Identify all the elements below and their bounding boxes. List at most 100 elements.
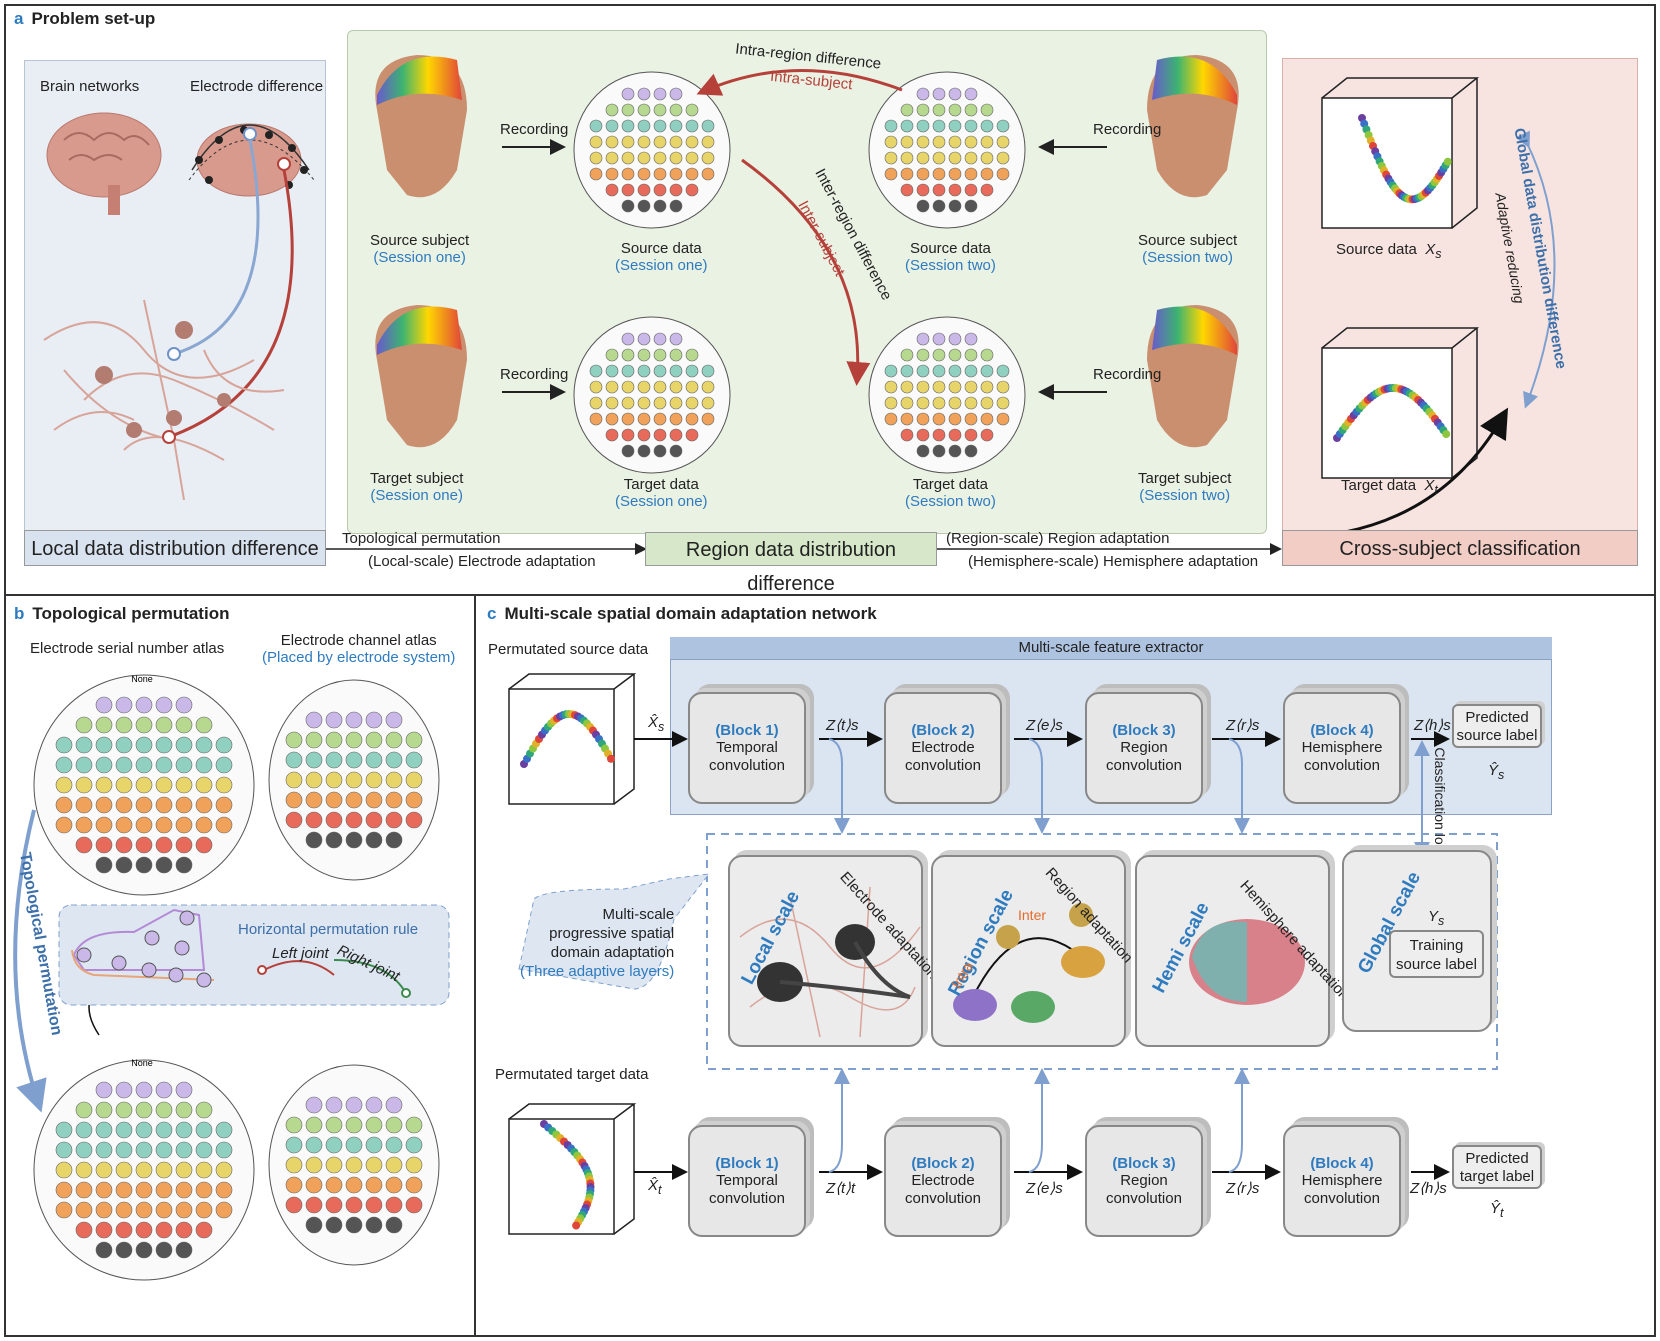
electrode-dot	[637, 183, 651, 197]
electrode-dot	[95, 1121, 113, 1139]
electrode-dot	[325, 1136, 343, 1154]
electrode-dot	[653, 364, 667, 378]
electrode-dot	[996, 364, 1010, 378]
electrode-dot	[900, 348, 914, 362]
electrode-dot	[345, 791, 363, 809]
electrode-dot	[95, 756, 113, 774]
electrode-dot	[215, 1201, 233, 1219]
electrode-dot	[305, 1096, 323, 1114]
z-source-2: Z⟨e⟩s	[1026, 717, 1063, 734]
electrode-dot	[701, 151, 715, 165]
electrode-difference-label: Electrode difference	[190, 78, 324, 95]
electrode-dot	[605, 151, 619, 165]
network-flow	[508, 673, 1498, 1235]
electrode-dot	[621, 167, 635, 181]
electrode-dot	[195, 776, 213, 794]
electrode-dot	[305, 1216, 323, 1234]
electrode-dot	[980, 183, 994, 197]
electrode-dot	[964, 199, 978, 213]
electrode-dot	[964, 380, 978, 394]
electrode-dot	[175, 816, 193, 834]
electrode-dot	[605, 396, 619, 410]
electrode-dot	[589, 380, 603, 394]
electrode-dot	[195, 816, 213, 834]
electrode-dot	[605, 119, 619, 133]
electrode-dot	[325, 771, 343, 789]
electrode-dot	[589, 135, 603, 149]
electrode-dot	[996, 151, 1010, 165]
electrode-dot	[621, 396, 635, 410]
electrode-dot	[980, 428, 994, 442]
electrode-dot	[637, 87, 651, 101]
electrode-dot	[964, 87, 978, 101]
electrode-dot	[325, 1156, 343, 1174]
electrode-dot	[653, 151, 667, 165]
electrode-dot	[55, 1201, 73, 1219]
electrode-dot	[195, 1101, 213, 1119]
electrode-dot	[701, 380, 715, 394]
electrode-dot	[884, 396, 898, 410]
electrode-dot	[964, 151, 978, 165]
source-head-one	[375, 55, 467, 198]
electrode-dot	[685, 412, 699, 426]
electrode-dot	[115, 756, 133, 774]
electrode-dot	[325, 711, 343, 729]
electrode-dot	[621, 332, 635, 346]
electrode-dot	[621, 199, 635, 213]
electrode-dot	[964, 332, 978, 346]
electrode-dot	[701, 364, 715, 378]
electrode-dot	[964, 364, 978, 378]
electrode-dot	[964, 348, 978, 362]
electrode-dot	[285, 1176, 303, 1194]
electrode-dot	[305, 1196, 323, 1214]
electrode-dot	[701, 396, 715, 410]
electrode-dot	[345, 751, 363, 769]
target-subject-two: Target subject(Session two)	[1138, 470, 1232, 504]
electrode-dot	[948, 199, 962, 213]
region-distribution-bar: Region data distribution difference	[645, 532, 937, 595]
electrode-dot	[980, 348, 994, 362]
source-data-one: Source data(Session one)	[615, 240, 708, 274]
electrode-dot	[345, 711, 363, 729]
electrode-dot	[55, 796, 73, 814]
electrode-dot	[637, 380, 651, 394]
electrode-dot	[884, 151, 898, 165]
electrode-dot	[900, 103, 914, 117]
electrode-dot	[175, 756, 193, 774]
electrode-dot	[305, 1116, 323, 1134]
electrode-dot	[964, 135, 978, 149]
electrode-dot	[385, 1176, 403, 1194]
electrode-dot	[621, 412, 635, 426]
electrode-dot	[621, 183, 635, 197]
electrode-dot	[685, 135, 699, 149]
electrode-dot	[916, 412, 930, 426]
electrode-dot	[980, 103, 994, 117]
electrode-dot	[55, 756, 73, 774]
electrode-dot	[948, 183, 962, 197]
electrode-dot	[605, 103, 619, 117]
z-source-1: Z⟨t⟩s	[826, 717, 859, 734]
electrode-dot	[345, 811, 363, 829]
electrode-dot	[175, 1081, 193, 1099]
z-target-3: Z⟨r⟩s	[1226, 1180, 1260, 1197]
electrode-dot	[605, 348, 619, 362]
electrode-dot	[884, 119, 898, 133]
electrode-dot	[685, 151, 699, 165]
electrode-dot	[669, 396, 683, 410]
cross-subject-bar: Cross-subject classification	[1282, 530, 1638, 566]
electrode-dot	[215, 1161, 233, 1179]
electrode-dot	[285, 1156, 303, 1174]
electrode-dot	[385, 811, 403, 829]
electrode-dot	[155, 1161, 173, 1179]
target-cube	[1321, 327, 1480, 479]
electrode-dot	[115, 696, 133, 714]
electrode-dot	[916, 119, 930, 133]
electrode-dot	[195, 736, 213, 754]
z-target-1: Z⟨t⟩t	[826, 1180, 856, 1197]
electrode-dot	[637, 199, 651, 213]
electrode-dot	[215, 796, 233, 814]
electrode-dot	[215, 736, 233, 754]
